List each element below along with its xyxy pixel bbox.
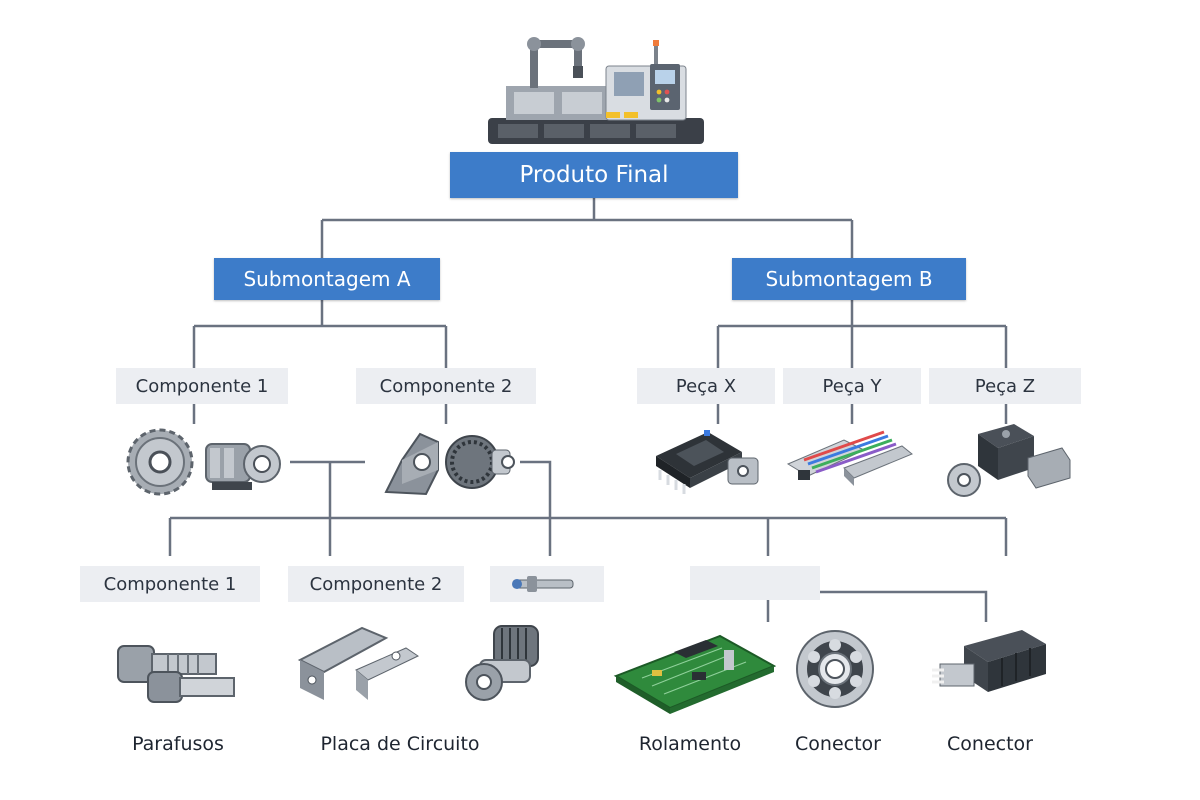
level3-box-empty: [690, 566, 820, 600]
connector-plug-icon: [930, 626, 1050, 712]
level3-box-componente-2: Componente 2: [288, 566, 464, 602]
metal-bracket-icon: [296, 620, 422, 708]
industrial-machine-icon: [478, 26, 714, 156]
caption-placa-de-circuito: Placa de Circuito: [320, 733, 480, 755]
caption-rolamento: Rolamento: [638, 733, 742, 755]
level3-box-shaft: [490, 566, 604, 602]
level2-box-componente-2: Componente 2: [356, 368, 536, 404]
level1-label-b: Submontagem B: [765, 267, 933, 291]
level1-label-a: Submontagem A: [243, 267, 411, 291]
microchip-icon: [646, 418, 766, 502]
level1-box-submontagem-b: Submontagem B: [732, 258, 966, 300]
level2-box-peca-x: Peça X: [637, 368, 775, 404]
caption-parafusos: Parafusos: [132, 733, 224, 755]
root-label: Produto Final: [519, 162, 669, 188]
shaft-pin-icon: [512, 576, 574, 592]
bolts-icon: [108, 616, 248, 712]
root-box-produto-final: Produto Final: [450, 152, 738, 198]
level2-label-5: Peça Z: [974, 375, 1036, 397]
level3-label-2: Componente 2: [309, 573, 443, 595]
sensor-block-icon: [944, 420, 1074, 504]
level2-label-2: Componente 2: [379, 375, 513, 397]
gear-and-motor-icon: [124, 424, 284, 504]
level2-box-peca-y: Peça Y: [783, 368, 921, 404]
circuit-board-icon: [612, 626, 777, 720]
level3-label-1: Componente 1: [103, 573, 237, 595]
caption-conector-2: Conector: [947, 733, 1033, 755]
level1-box-submontagem-a: Submontagem A: [214, 258, 440, 300]
knurled-fitting-icon: [458, 620, 554, 708]
level2-label-4: Peça Y: [822, 375, 882, 397]
bracket-and-pulley-icon: [380, 420, 520, 504]
caption-conector-1: Conector: [795, 733, 881, 755]
level2-box-componente-1: Componente 1: [116, 368, 288, 404]
ball-bearing-icon: [794, 628, 876, 714]
level2-label-3: Peça X: [675, 375, 737, 397]
level2-box-peca-z: Peça Z: [929, 368, 1081, 404]
level2-label-1: Componente 1: [135, 375, 269, 397]
wiring-harness-icon: [784, 420, 914, 496]
level3-box-componente-1: Componente 1: [80, 566, 260, 602]
